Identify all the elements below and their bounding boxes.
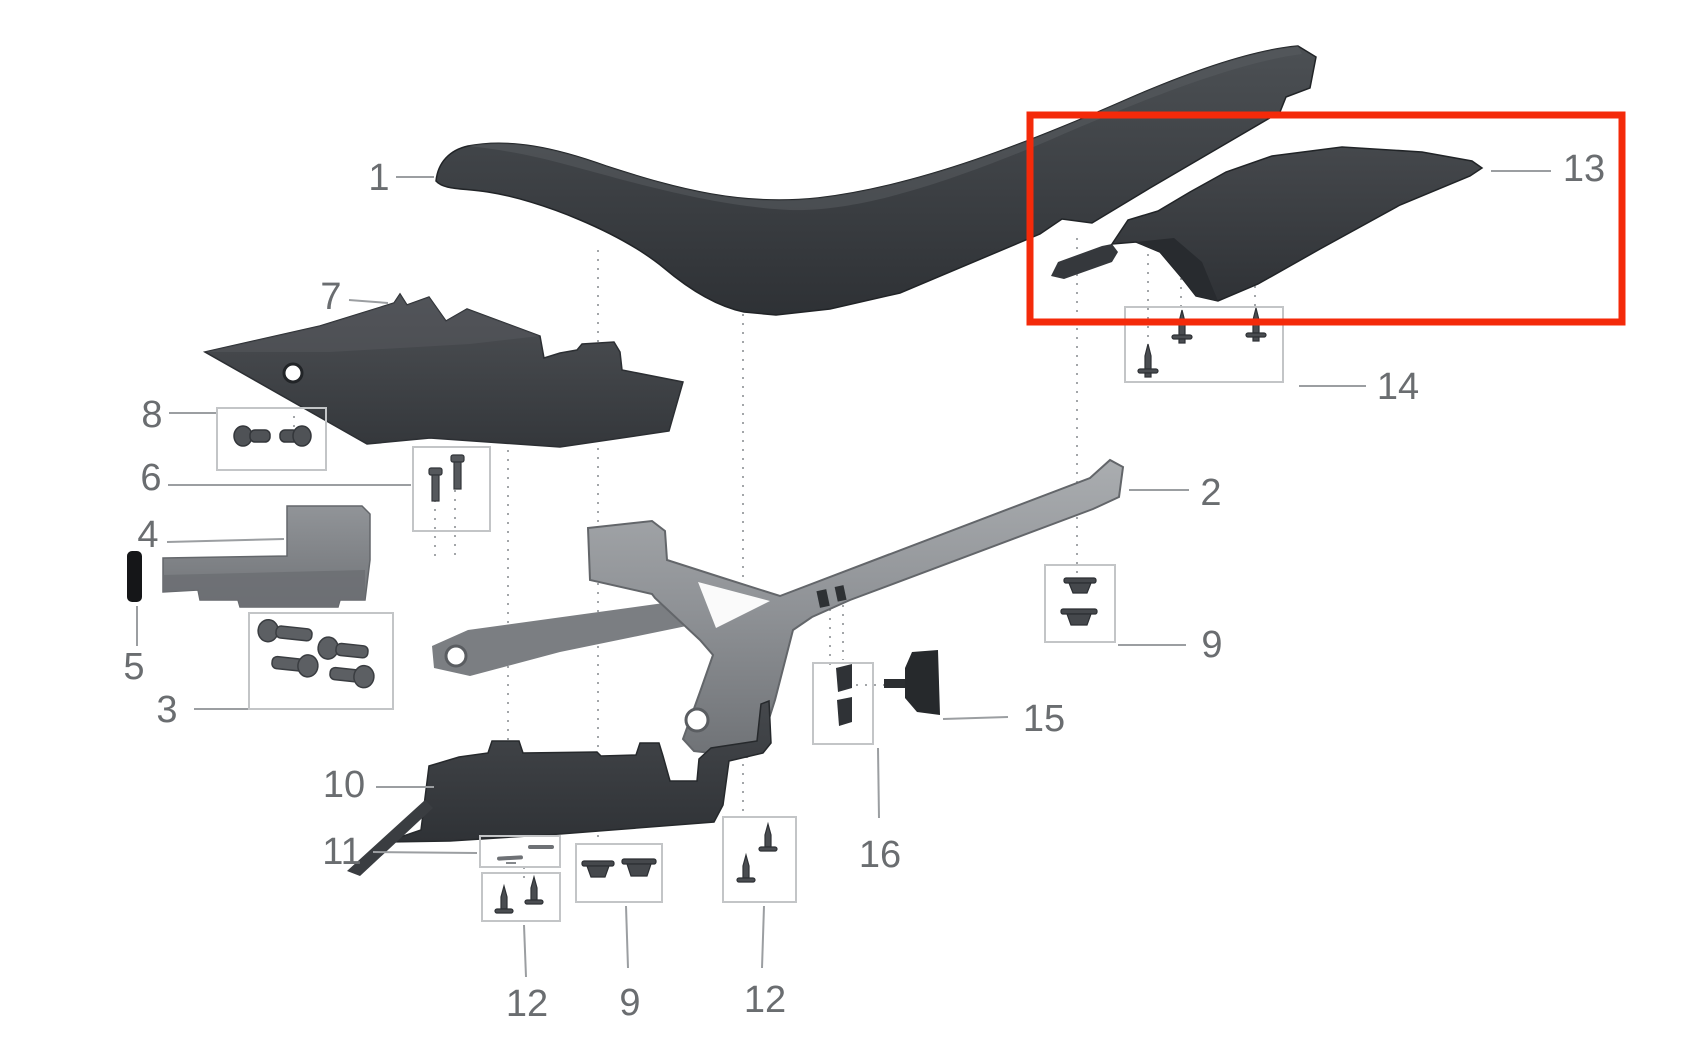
subframe-far-rail bbox=[432, 598, 706, 676]
callout-13: 13 bbox=[1563, 148, 1605, 190]
subframe-main-rail bbox=[586, 458, 1125, 759]
callout-9-right: 9 bbox=[1201, 624, 1222, 666]
side-cover-screw-hole bbox=[282, 362, 304, 384]
callout-7: 7 bbox=[320, 276, 341, 318]
flat-clip bbox=[528, 845, 554, 849]
damper-stem bbox=[884, 679, 906, 688]
leader-12-left bbox=[523, 924, 527, 978]
push-rivet bbox=[524, 874, 544, 905]
callout-3: 3 bbox=[156, 689, 177, 731]
part-16-clips bbox=[836, 664, 852, 726]
subframe-bracket-hole bbox=[684, 707, 710, 733]
callout-leaders bbox=[136, 170, 1551, 978]
bolt bbox=[317, 636, 369, 660]
damper-head bbox=[905, 650, 940, 715]
callout-16: 16 bbox=[859, 834, 901, 876]
flat-clip-edge bbox=[506, 862, 516, 864]
bolt bbox=[329, 664, 375, 689]
push-rivet bbox=[736, 852, 756, 883]
grommet bbox=[581, 860, 615, 878]
box-part-16 bbox=[812, 662, 874, 745]
leader-11 bbox=[372, 851, 478, 854]
callout-14: 14 bbox=[1377, 366, 1419, 408]
part-13-tail-cover bbox=[1051, 146, 1484, 302]
callout-labels: 1 7 8 6 4 5 3 10 11 12 9 12 16 15 2 9 14… bbox=[123, 148, 1605, 1025]
callout-15: 15 bbox=[1023, 698, 1065, 740]
callout-9-bottom: 9 bbox=[619, 982, 640, 1024]
part-9-grommets-right bbox=[1060, 577, 1098, 626]
highlight-rectangle bbox=[1026, 111, 1626, 326]
subframe-fork-opening bbox=[698, 582, 770, 628]
callout-2: 2 bbox=[1200, 472, 1221, 514]
grommet bbox=[1063, 577, 1097, 594]
box-part-12-right bbox=[722, 816, 797, 903]
callout-1: 1 bbox=[368, 157, 389, 199]
callout-8: 8 bbox=[141, 394, 162, 436]
grommet bbox=[621, 858, 657, 877]
bolt bbox=[450, 454, 465, 490]
part-11-trim-strip bbox=[347, 800, 433, 876]
box-part-6 bbox=[412, 446, 491, 532]
part-11-flat-clips bbox=[497, 845, 554, 864]
screw bbox=[1171, 309, 1193, 344]
leader-7 bbox=[348, 299, 389, 304]
callout-10: 10 bbox=[323, 764, 365, 806]
subframe-clip-post bbox=[834, 585, 847, 602]
fastener-boxes bbox=[216, 306, 1284, 922]
part-2-subframe-rail bbox=[432, 458, 1125, 759]
part-3-bolts bbox=[257, 618, 375, 689]
push-rivet bbox=[758, 821, 778, 852]
side-cover-top-highlight bbox=[205, 294, 540, 352]
part-9-grommets-bottom bbox=[581, 858, 657, 878]
tool-tray-shadow-facet bbox=[163, 570, 365, 607]
part-5-rubber-pad bbox=[127, 551, 142, 602]
leader-16 bbox=[877, 747, 880, 819]
grommet bbox=[1060, 608, 1098, 626]
screw bbox=[279, 425, 312, 447]
clip bbox=[836, 664, 852, 692]
part-15-damper bbox=[884, 650, 940, 715]
screw bbox=[233, 425, 271, 447]
part-12-rivets-right bbox=[736, 821, 778, 883]
callout-11: 11 bbox=[322, 831, 361, 873]
part-14-screws bbox=[1137, 307, 1267, 378]
callout-12-right: 12 bbox=[744, 979, 786, 1021]
callout-6: 6 bbox=[140, 457, 161, 499]
box-part-3 bbox=[248, 612, 394, 710]
part-12-rivets-left bbox=[494, 874, 544, 914]
bolt bbox=[271, 654, 319, 678]
clip bbox=[837, 697, 852, 726]
part-8-screws bbox=[233, 425, 312, 447]
subframe-clip-post bbox=[816, 589, 830, 608]
flat-clip bbox=[497, 855, 523, 861]
part-10-under-tray bbox=[385, 699, 772, 843]
side-cover-body bbox=[202, 292, 684, 448]
leader-15 bbox=[942, 716, 1009, 720]
screw bbox=[1137, 343, 1159, 378]
callout-4: 4 bbox=[137, 514, 158, 556]
subframe-mount-hole bbox=[444, 644, 468, 668]
callout-5: 5 bbox=[123, 646, 144, 688]
push-rivet bbox=[494, 883, 514, 914]
box-part-9-bottom bbox=[575, 843, 663, 903]
callout-12-left: 12 bbox=[506, 983, 548, 1025]
box-part-14 bbox=[1124, 306, 1284, 383]
bolt bbox=[257, 618, 313, 643]
tail-cover-front-foot bbox=[1051, 244, 1118, 279]
box-part-12-left bbox=[481, 872, 561, 922]
part-7-side-cover bbox=[202, 292, 684, 448]
box-part-11 bbox=[479, 835, 561, 868]
leader-12-right bbox=[761, 905, 765, 969]
box-part-9-right bbox=[1044, 564, 1116, 643]
tail-cover-shadow-facet bbox=[1136, 238, 1218, 301]
bolt bbox=[428, 467, 443, 502]
part-6-bolts bbox=[428, 454, 465, 502]
box-part-8 bbox=[216, 407, 327, 471]
leader-4 bbox=[166, 538, 285, 543]
part-4-tool-tray bbox=[162, 505, 371, 608]
leader-9-bottom bbox=[625, 905, 629, 969]
